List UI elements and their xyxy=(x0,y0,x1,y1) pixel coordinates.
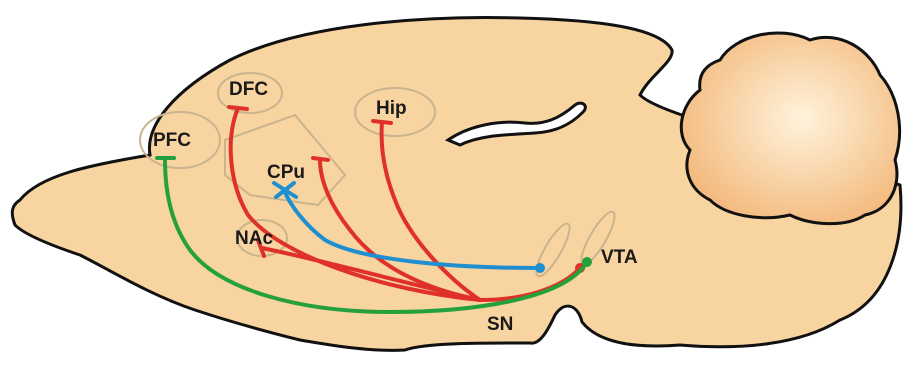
nac-label: NAc xyxy=(235,228,273,249)
cpu-label: CPu xyxy=(267,162,305,183)
hip-label: Hip xyxy=(376,98,407,119)
red-terminal-hip xyxy=(373,121,391,123)
red-terminal-dfc xyxy=(229,107,247,109)
dfc-label: DFC xyxy=(229,79,268,100)
cerebellum xyxy=(681,33,899,224)
red-terminal-cpu xyxy=(313,158,328,160)
blue-node-sn xyxy=(535,263,545,273)
sn-label: SN xyxy=(487,314,513,335)
pfc-label: PFC xyxy=(153,130,191,151)
green-node-vta xyxy=(582,257,592,267)
vta-label: VTA xyxy=(601,247,638,268)
